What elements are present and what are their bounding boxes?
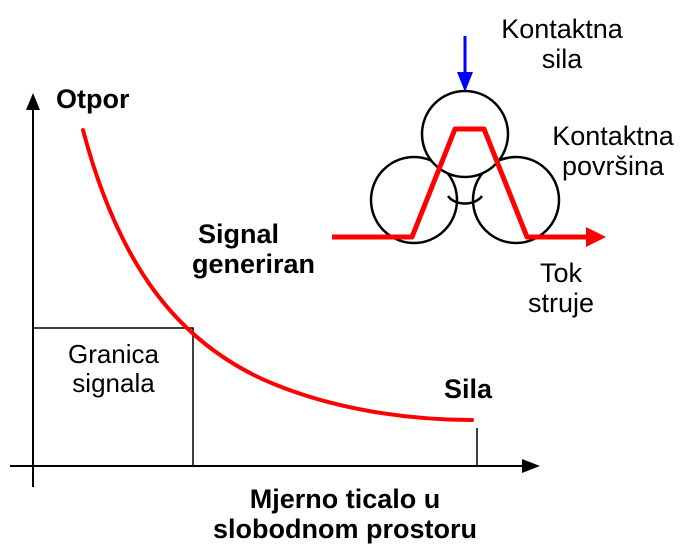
contact-force-label-line2: sila [541,44,583,75]
contact-ball-top [420,89,510,179]
current-path [332,126,588,240]
resistance-curve [81,128,474,422]
y-axis-label: Otpor [56,84,130,114]
x-axis-label: Mjerno ticalo u slobodnom prostoru [180,484,510,544]
current-flow-label-line1: Tok [539,258,583,288]
contact-balls-illustration [369,89,561,245]
signal-label-line1: Signal [198,219,280,249]
signal-label: Signal generiran [192,219,315,279]
threshold-label-line2: signala [72,368,155,399]
contact-surface-label-line1: Kontaktna [552,121,674,151]
force-label: Sila [444,374,493,404]
contact-ball-right [471,155,561,245]
contact-force-arrowhead [457,72,473,92]
signal-threshold-box [32,327,194,467]
x-axis-arrowhead [522,459,540,473]
contact-surface-label-line2: površina [561,151,665,182]
x-axis-label-line1: Mjerno ticalo u [249,484,441,514]
signal-label-line2: generiran [192,249,316,280]
contact-force-label-line1: Kontaktna [501,14,623,44]
contact-surface-label: Kontaktna površina [533,121,693,181]
current-flow-label-line2: struje [527,288,595,319]
x-axis-label-line2: slobodnom prostoru [213,514,477,545]
current-flow-label: Tok struje [516,258,606,318]
current-arrowhead [586,227,606,247]
contact-ball-bottom-gap [446,195,484,205]
contact-force-label: Kontaktna sila [482,14,642,74]
threshold-label-line1: Granica [67,339,160,369]
threshold-label: Granica signala [36,339,191,399]
y-axis-arrowhead [26,93,40,110]
